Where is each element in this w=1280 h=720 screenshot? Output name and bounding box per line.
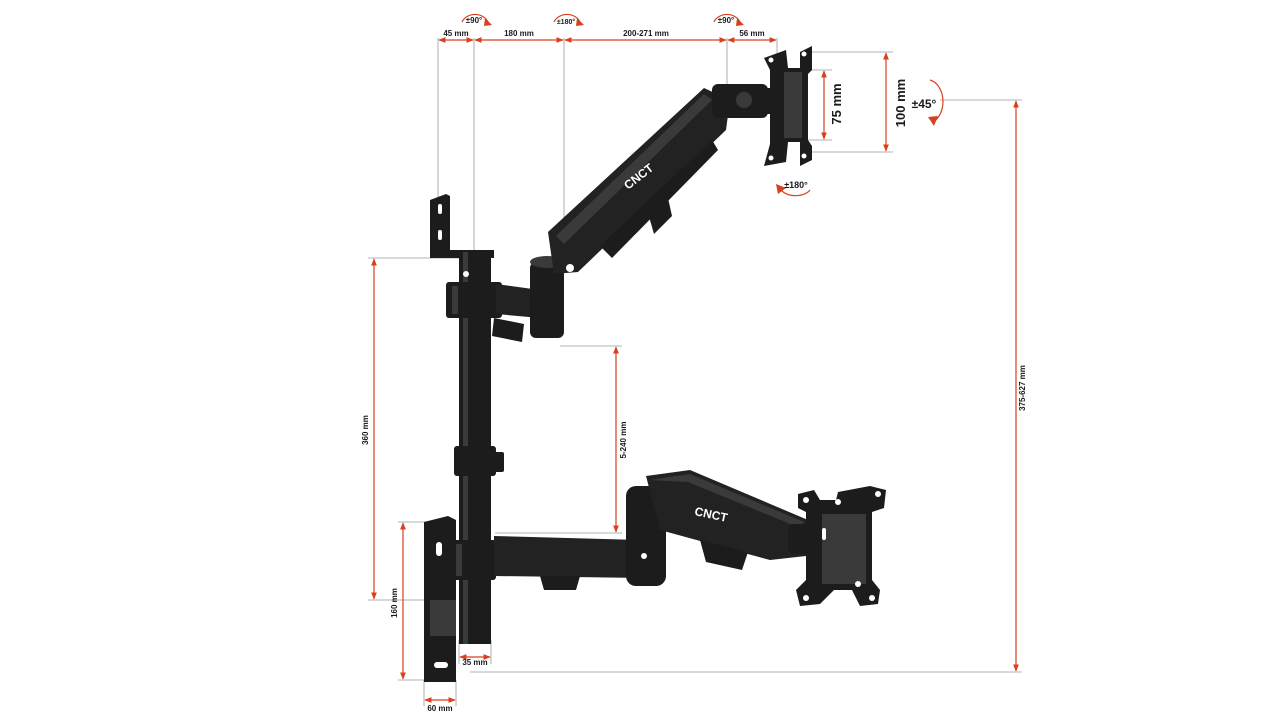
upper-first-segment <box>496 284 540 318</box>
swivel-arrowhead-icon <box>776 184 786 194</box>
rot-joint3: ±90° <box>718 16 735 25</box>
lower-clamp <box>452 540 496 580</box>
lower-arm-assembly: CNCT <box>452 470 822 590</box>
pole-clamp <box>454 446 496 476</box>
upper-arm-assembly: CNCT <box>446 84 776 342</box>
dim-vesa-75: 75 mm <box>829 83 844 124</box>
upper-vesa-plate <box>764 46 812 166</box>
wall-mount-assembly <box>424 194 504 682</box>
rot-tilt: ±45° <box>912 97 937 111</box>
upper-gas-spring-arm <box>548 88 730 274</box>
rotation-arrowhead-icon <box>736 18 744 26</box>
top-bracket <box>430 194 494 258</box>
dim-top-56: 56 mm <box>739 29 764 38</box>
dimension-lines <box>371 37 1019 703</box>
rot-joint2: ±180° <box>557 18 576 26</box>
dim-vesa-100: 100 mm <box>893 79 908 127</box>
rotation-arrows <box>461 13 944 197</box>
tilt-arrow-icon <box>929 79 944 123</box>
dim-arm-gap: 5-240 mm <box>619 422 628 459</box>
rot-joint1: ±90° <box>466 16 483 25</box>
rotation-arrowhead-icon <box>484 18 492 26</box>
dim-pole-360: 360 mm <box>361 415 370 445</box>
lower-first-segment <box>494 536 646 578</box>
wall-plate <box>424 516 456 682</box>
dim-total-height: 375-627 mm <box>1018 365 1027 411</box>
dim-plate-60: 60 mm <box>427 704 452 713</box>
dim-top-45: 45 mm <box>443 29 468 38</box>
upper-clamp <box>446 282 502 318</box>
rot-swivel: ±180° <box>784 180 808 190</box>
tilt-arrowhead-icon <box>928 116 938 126</box>
lower-vesa-plate <box>796 486 886 606</box>
lower-arm-brand-logo: CNCT <box>693 504 729 525</box>
rotation-arrowhead-icon <box>576 18 584 26</box>
upper-elbow-joint <box>530 262 564 338</box>
dim-top-180: 180 mm <box>504 29 534 38</box>
lower-gas-spring-arm <box>646 470 808 560</box>
dimension-labels: 45 mm 180 mm 200-271 mm 56 mm ±90° ±180°… <box>361 16 1027 713</box>
dim-plate-160: 160 mm <box>390 588 399 618</box>
dim-top-200-271: 200-271 mm <box>623 29 669 38</box>
dim-offset-35: 35 mm <box>462 658 487 667</box>
